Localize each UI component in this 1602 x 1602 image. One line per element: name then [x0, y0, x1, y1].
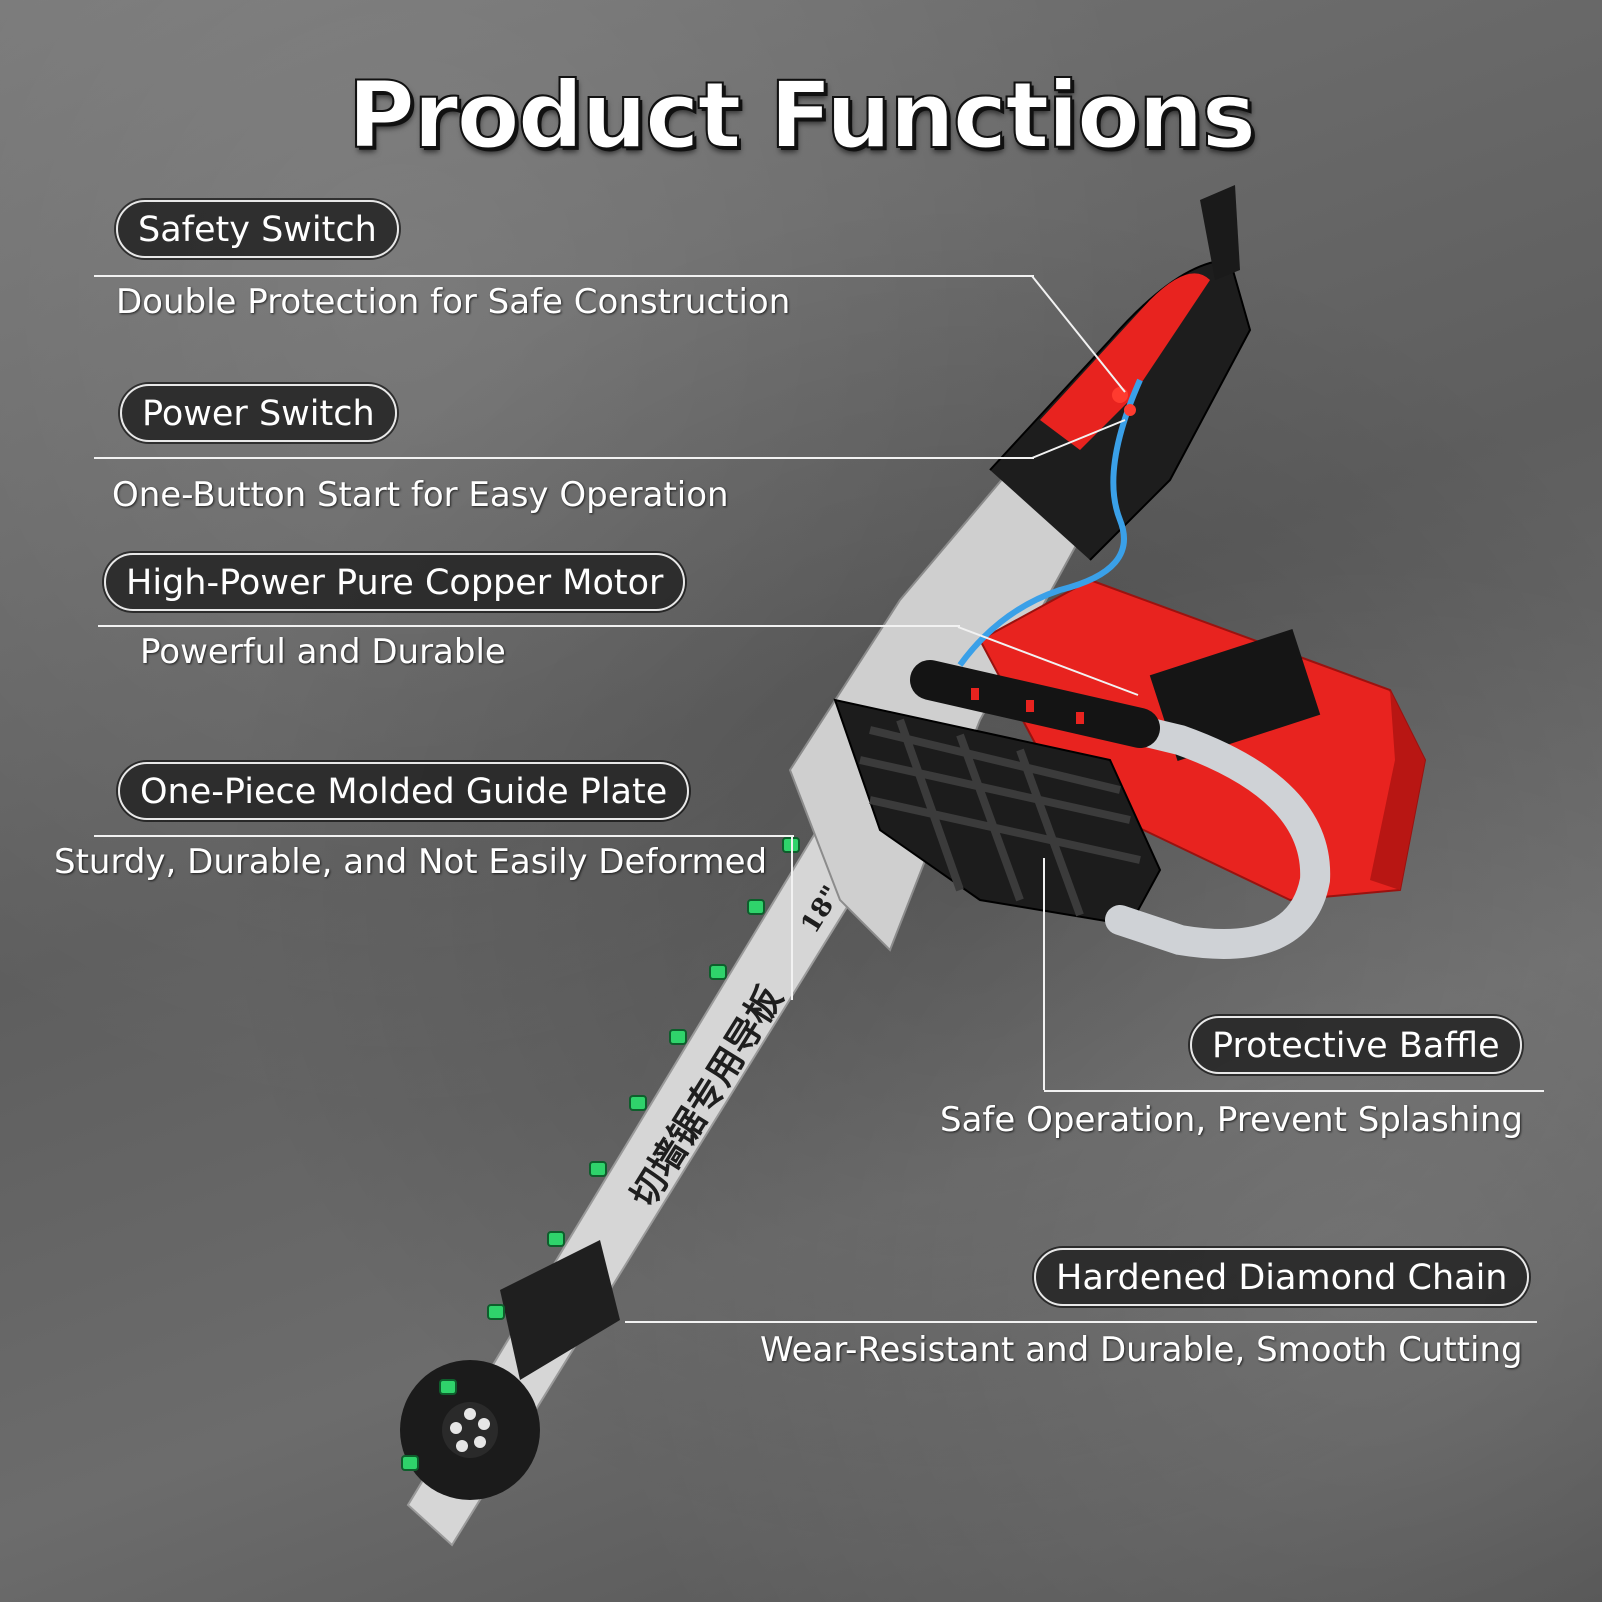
feature-description-protective-baffle: Safe Operation, Prevent Splashing	[940, 1100, 1523, 1140]
motor-nameplate	[1149, 629, 1321, 761]
power-switch-icon	[1124, 404, 1136, 416]
rear-handle	[989, 185, 1252, 561]
divider-line	[94, 457, 1034, 459]
feature-label-guide-plate: One-Piece Molded Guide Plate	[118, 762, 690, 820]
feature-description-power-switch: One-Button Start for Easy Operation	[112, 475, 729, 515]
divider-line	[94, 835, 794, 837]
feature-description-diamond-chain: Wear-Resistant and Durable, Smooth Cutti…	[760, 1330, 1523, 1370]
front-handle	[915, 665, 1331, 959]
feature-description-safety-switch: Double Protection for Safe Construction	[116, 282, 791, 322]
foam-grip	[910, 660, 1160, 748]
page-title: Product Functions	[347, 61, 1258, 170]
guide-bar: 切墙锯专用导板 18"	[400, 810, 872, 1547]
feature-label-safety-switch: Safety Switch	[116, 200, 399, 258]
feature-description-copper-motor: Powerful and Durable	[140, 632, 506, 672]
divider-line	[1044, 1090, 1544, 1092]
divider-line	[94, 275, 1034, 277]
feature-description-guide-plate: Sturdy, Durable, and Not Easily Deformed	[54, 842, 768, 882]
feature-label-power-switch: Power Switch	[120, 384, 397, 442]
feature-label-protective-baffle: Protective Baffle	[1190, 1016, 1522, 1074]
divider-line	[625, 1321, 1537, 1323]
safety-switch-icon	[1112, 387, 1128, 403]
feature-label-copper-motor: High-Power Pure Copper Motor	[104, 553, 686, 611]
water-hose	[957, 378, 1143, 667]
feature-label-diamond-chain: Hardened Diamond Chain	[1034, 1248, 1530, 1306]
divider-line	[98, 625, 960, 627]
